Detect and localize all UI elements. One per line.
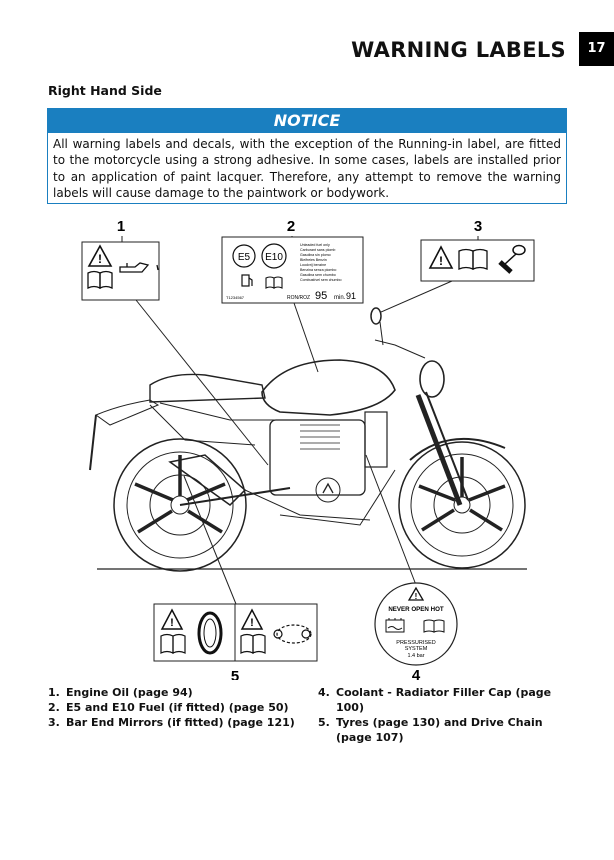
legend-item: 1. Engine Oil (page 94) [48,685,308,700]
notice-body: All warning labels and decals, with the … [53,137,561,200]
fuel-line: Unleaded fuel only [300,243,330,247]
legend-number: 2. [48,701,60,714]
svg-text:!: ! [170,617,174,629]
callout-5: 5 [231,668,239,680]
coolant-system: SYSTEM [405,646,428,652]
coolant-label: ! NEVER OPEN HOT PRESSURISED SYSTEM 1.4 … [374,582,458,666]
notice-heading: NOTICE [48,109,566,133]
callout-4: 4 [412,667,421,680]
min-value: 91 [346,291,356,301]
fuel-line: Gasolina sin plomo [300,253,331,257]
fuel-line: Loodvrij benzine [300,263,326,267]
legend-text: E5 and E10 Fuel (if fitted) (page 50) [66,701,289,714]
callout-1: 1 [117,218,125,235]
page-number: 17 [579,32,614,66]
legend-number: 5. [318,716,330,729]
manual-book-icon [87,270,113,290]
coolant-never-open-hot: NEVER OPEN HOT [388,606,444,613]
ron-value: 95 [315,290,327,302]
warning-triangle-icon: ! [87,244,113,267]
fuel-label-part-code: T1234567 [226,295,245,300]
legend-text: Coolant - Radiator Filler Cap (page 100) [336,686,552,714]
warning-triangle-icon: ! [160,608,184,630]
tyre-icon [197,611,223,655]
svg-text:!: ! [98,252,102,266]
legend-item: 5. Tyres (page 130) and Drive Chain (pag… [318,715,578,745]
radiator-icon [385,618,405,633]
legend-text: Tyres (page 130) and Drive Chain (page 1… [336,716,543,744]
manual-book-icon [423,619,445,633]
manual-book-icon [240,633,266,654]
tyres-chain-label: ! ! [153,603,318,662]
manual-book-icon [160,633,186,654]
fuel-line: Bleifreies Benzin [300,258,327,262]
mirror-label: ! [420,239,535,282]
legend-left: 1. Engine Oil (page 94) 2. E5 and E10 Fu… [48,685,308,730]
min-label: min. [334,295,346,301]
warning-triangle-icon: ! [240,608,264,630]
fuel-line: Combustível sem chumbo [300,278,342,282]
legend-right: 4. Coolant - Radiator Filler Cap (page 1… [318,685,578,745]
svg-text:!: ! [439,254,443,268]
fuel-badge-e5: E5 [238,252,251,263]
fuel-line: Benzina senza piombo [300,268,336,272]
engine-oil-label: ! [81,241,160,301]
fuel-pump-icon [241,274,253,287]
legend-number: 1. [48,686,60,699]
legend-number: 3. [48,716,60,729]
coolant-pressurised: PRESSURISED [396,640,435,646]
svg-text:!: ! [250,617,254,629]
manual-book-icon [265,276,283,289]
motorcycle-diagram: 1 2 3 4 5 ! E5 E10 [81,218,535,680]
fuel-label: E5 E10 Unleaded fuel only Carburant sans… [221,236,364,304]
manual-book-icon [458,248,488,270]
page-title: WARNING LABELS [351,38,566,62]
notice-box: NOTICE All warning labels and decals, wi… [47,108,567,204]
callout-3: 3 [474,218,482,235]
fuel-badge-e10: E10 [265,252,283,263]
legend-text: Engine Oil (page 94) [66,686,193,699]
legend-item: 2. E5 and E10 Fuel (if fitted) (page 50) [48,700,308,715]
legend-text: Bar End Mirrors (if fitted) (page 121) [66,716,295,729]
section-subheading: Right Hand Side [48,83,162,98]
svg-text:!: ! [415,592,418,601]
callout-2: 2 [287,218,295,235]
fuel-line: Gasolina sem chumbo [300,273,336,277]
ron-label: RON/ROZ [287,295,310,301]
oil-can-icon [119,262,159,273]
legend-item: 4. Coolant - Radiator Filler Cap (page 1… [318,685,578,715]
drive-chain-icon [273,624,312,644]
coolant-pressure: 1.4 bar [407,653,424,659]
warning-triangle-icon: ! [407,586,425,601]
motorcycle-illustration [89,307,527,572]
legend-item: 3. Bar End Mirrors (if fitted) (page 121… [48,715,308,730]
legend-number: 4. [318,686,330,699]
fuel-line: Carburant sans plomb [300,248,335,252]
warning-triangle-icon: ! [428,245,454,269]
mirror-icon [498,244,526,274]
